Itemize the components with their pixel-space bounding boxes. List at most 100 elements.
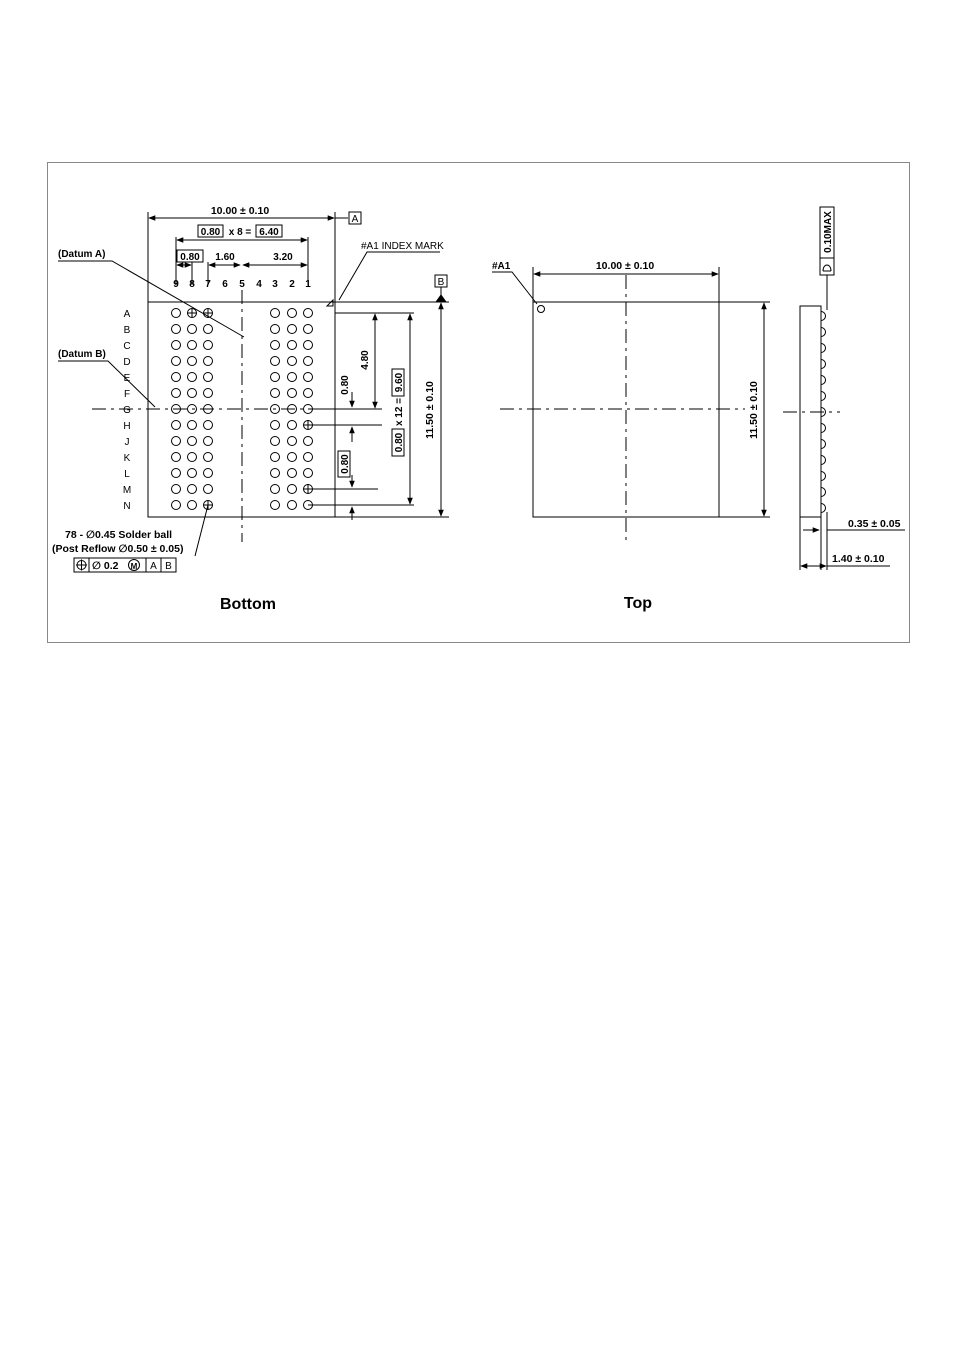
solder-ball xyxy=(287,484,297,494)
feature-control-frame xyxy=(73,557,177,573)
fcf-datum-a: A xyxy=(150,561,157,572)
solder-ball xyxy=(171,388,181,398)
solder-ball xyxy=(171,356,181,366)
datum-b-label: (Datum B) xyxy=(58,349,106,360)
solder-ball xyxy=(303,308,313,318)
ball-cross-mark xyxy=(303,420,313,430)
solder-ball xyxy=(287,420,297,430)
solder-ball xyxy=(287,356,297,366)
solder-ball-note: 78 - ∅0.45 Solder ball xyxy=(65,529,172,541)
solder-ball-leader xyxy=(194,504,209,557)
solder-ball xyxy=(270,308,280,318)
top-a1-label: #A1 xyxy=(492,261,511,272)
fcf-tolerance: ∅ 0.2 xyxy=(92,560,119,572)
side-solder-ball xyxy=(820,375,826,385)
ball-cross-mark xyxy=(203,500,213,510)
solder-ball xyxy=(187,484,197,494)
row-span-box xyxy=(391,368,405,397)
bottom-height-dim: 11.50 ± 0.10 xyxy=(424,381,436,439)
solder-ball xyxy=(187,500,197,510)
row-pitch-box-2-label: 0.80 xyxy=(394,432,405,452)
index-mark-leader xyxy=(338,251,440,301)
solder-ball xyxy=(287,404,297,414)
bottom-view-title: Bottom xyxy=(220,596,276,613)
solder-ball xyxy=(303,356,313,366)
side-solder-ball xyxy=(820,407,826,417)
solder-ball xyxy=(187,388,197,398)
column-label: 2 xyxy=(289,279,295,290)
solder-ball xyxy=(287,436,297,446)
solder-ball xyxy=(287,500,297,510)
side-solder-ball xyxy=(820,359,826,369)
side-solder-ball xyxy=(820,423,826,433)
solder-ball xyxy=(187,420,197,430)
bottom-width-dim: 10.00 ± 0.10 xyxy=(211,205,269,217)
column-label: 4 xyxy=(256,279,262,290)
solder-ball xyxy=(203,484,213,494)
solder-ball xyxy=(171,500,181,510)
solder-ball xyxy=(203,356,213,366)
index-mark-label: #A1 INDEX MARK xyxy=(361,241,444,252)
solder-ball xyxy=(303,404,313,414)
half-span-label: 4.80 xyxy=(360,350,371,370)
solder-ball xyxy=(287,452,297,462)
solder-ball xyxy=(287,372,297,382)
solder-reflow-note: (Post Reflow ∅0.50 ± 0.05) xyxy=(52,543,183,555)
row-label: E xyxy=(124,373,131,384)
solder-ball xyxy=(187,436,197,446)
ball-cross-mark xyxy=(187,308,197,318)
pitch-x8-label: x 8 = xyxy=(229,227,252,238)
solder-ball xyxy=(171,484,181,494)
row-label: H xyxy=(123,421,130,432)
solder-ball xyxy=(171,404,181,414)
column-label: 3 xyxy=(272,279,278,290)
column-label: 7 xyxy=(205,279,211,290)
solder-ball xyxy=(187,468,197,478)
row-pitch-box xyxy=(337,450,351,478)
solder-ball xyxy=(287,340,297,350)
solder-ball xyxy=(303,436,313,446)
solder-ball xyxy=(187,372,197,382)
span-box-label: 6.40 xyxy=(259,227,279,238)
a1-leader xyxy=(492,271,538,305)
row-pitch-box-label: 0.80 xyxy=(340,454,351,474)
solder-ball xyxy=(203,468,213,478)
bottom-view xyxy=(58,212,449,557)
solder-ball xyxy=(187,356,197,366)
solder-ball xyxy=(171,452,181,462)
solder-ball xyxy=(270,356,280,366)
solder-ball xyxy=(270,500,280,510)
index-mark-triangle xyxy=(325,298,334,307)
ball-array xyxy=(171,308,313,510)
side-solder-ball xyxy=(820,327,826,337)
datum-a-label: (Datum A) xyxy=(58,249,105,260)
row-label: G xyxy=(123,405,131,416)
solder-ball xyxy=(270,324,280,334)
row-label: A xyxy=(124,309,131,320)
solder-ball xyxy=(270,452,280,462)
side-ball-row xyxy=(820,311,826,513)
top-width-dim: 10.00 ± 0.10 xyxy=(596,260,654,272)
side-view xyxy=(783,206,905,570)
row-pitch-box-2 xyxy=(391,428,405,457)
solder-ball xyxy=(203,340,213,350)
side-solder-ball xyxy=(820,391,826,401)
solder-ball xyxy=(270,468,280,478)
ball-cross-mark xyxy=(203,308,213,318)
solder-ball xyxy=(171,420,181,430)
solder-ball xyxy=(171,468,181,478)
ball-cross-mark xyxy=(303,484,313,494)
datum-b-box xyxy=(434,274,448,288)
row-span-box-label: 9.60 xyxy=(394,372,405,392)
solder-ball xyxy=(270,388,280,398)
flatness-label: 0.10MAX xyxy=(823,211,834,253)
side-solder-ball xyxy=(820,455,826,465)
solder-ball xyxy=(171,308,181,318)
solder-ball xyxy=(270,436,280,446)
datum-b-box-label: B xyxy=(438,277,445,288)
a1-marker-dot xyxy=(537,305,545,313)
fcf-datum-b: B xyxy=(165,561,172,572)
row-label: N xyxy=(123,501,130,512)
